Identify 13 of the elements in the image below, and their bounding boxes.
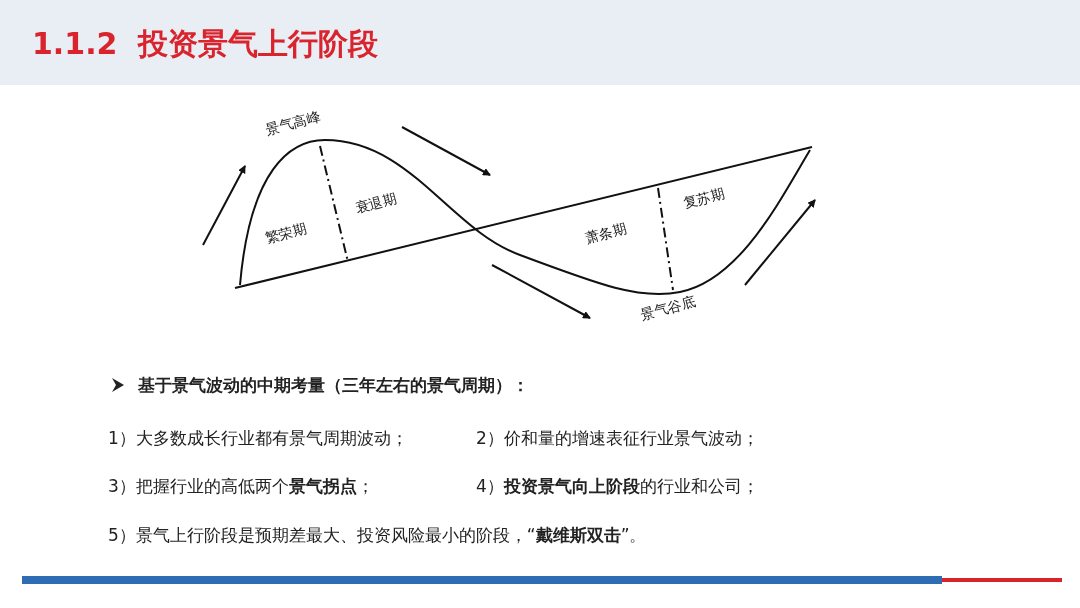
list-item: 1）大多数成长行业都有景气周期波动； [108,427,408,450]
list-item: 4）投资景气向上阶段的行业和公司； [476,475,759,498]
list-item: 3）把握行业的高低两个景气拐点； [108,475,374,498]
bullet-heading: 基于景气波动的中期考量（三年左右的景气周期）： [138,374,529,397]
phase-label: 复苏期 [681,184,727,214]
phase-label: 萧条期 [583,219,629,249]
slide-title: 1.1.2 投资景气上行阶段 [32,25,379,63]
phase-label: 衰退期 [353,189,399,219]
list-item: 2）价和量的增速表征行业景气波动； [476,427,759,450]
curve-label: 景气谷底 [638,293,698,325]
phase-label: 繁荣期 [263,219,309,249]
curve-label: 景气高峰 [263,108,323,140]
list-item: 5）景气上行阶段是预期差最大、投资风险最小的阶段，“戴维斯双击”。 [108,524,647,547]
